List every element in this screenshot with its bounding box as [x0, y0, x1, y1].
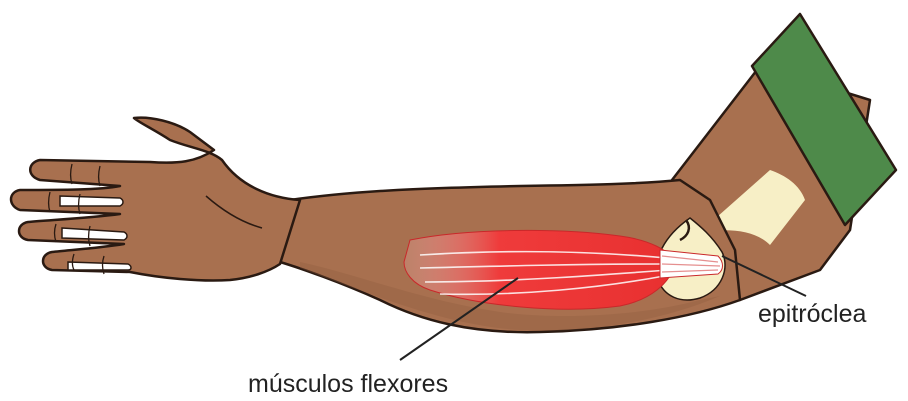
hand [11, 118, 300, 281]
flexor-muscles-label: músculos flexores [248, 370, 448, 398]
epitrochlea-label: epitróclea [758, 300, 866, 328]
